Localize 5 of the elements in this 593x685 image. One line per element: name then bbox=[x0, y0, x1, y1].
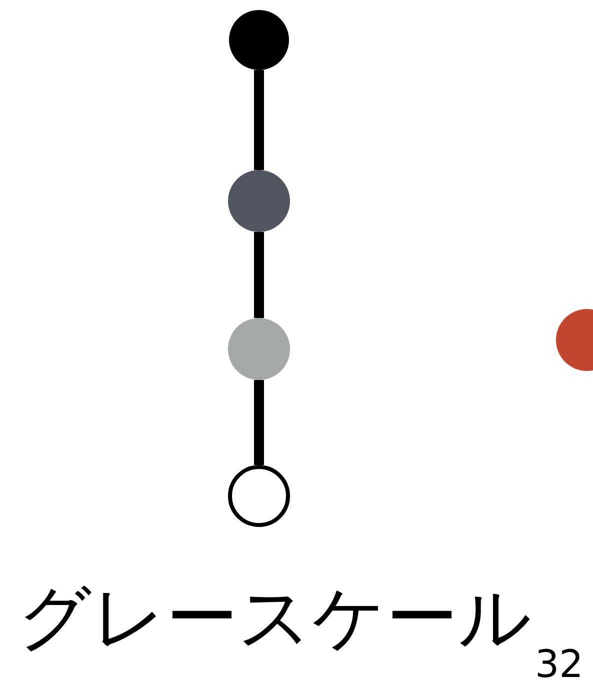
page-number: 32 bbox=[535, 642, 584, 685]
connector-line bbox=[254, 232, 264, 318]
connector-line bbox=[254, 380, 264, 465]
connector-line bbox=[254, 70, 264, 170]
caption: グレースケール bbox=[18, 574, 532, 661]
